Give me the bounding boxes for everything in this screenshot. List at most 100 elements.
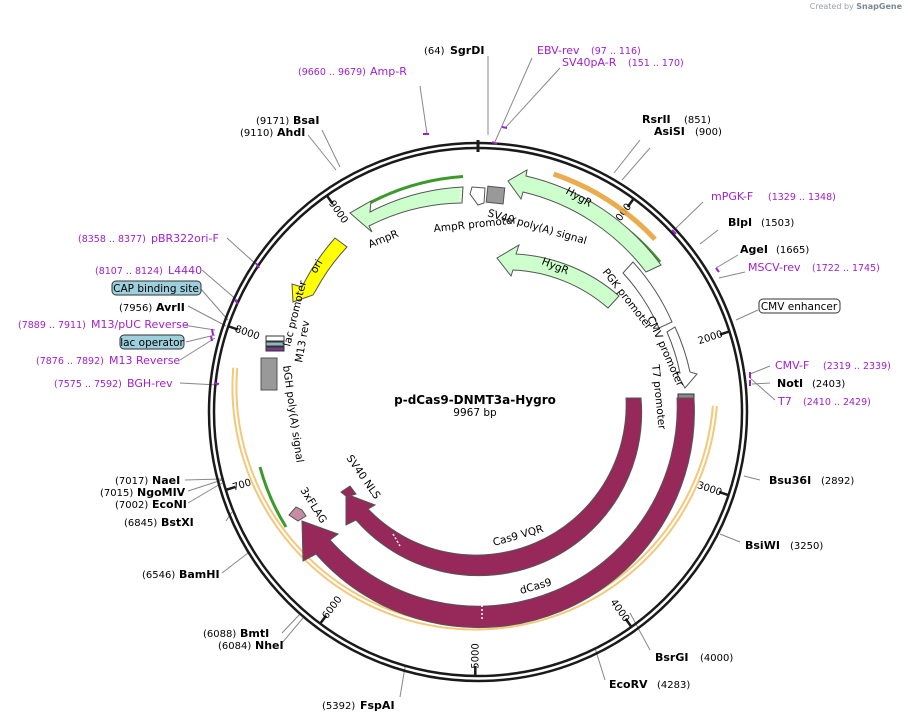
site-noti-name: NotI <box>777 377 803 390</box>
site-ahdi[interactable]: (9110) AhdI <box>240 126 305 139</box>
tick-mark <box>227 325 239 331</box>
snapgene-logo: SnapGene <box>856 2 902 11</box>
label-bgh-polya: bGH poly(A) signal <box>280 365 306 464</box>
site-fspai-position: (5392) <box>322 701 355 712</box>
site-asisi-name: AsiSI <box>654 125 685 138</box>
site-agei-position: (1665) <box>776 245 809 256</box>
primer-m13-puc-reverse-position: (7889 .. 7911) <box>18 320 86 331</box>
primer-bgh-rev-name: BGH-rev <box>127 377 173 390</box>
primer-mscv-rev-position: (1722 .. 1745) <box>812 263 880 274</box>
green-outline-3xflag <box>258 466 288 528</box>
primer-ebv-rev[interactable]: EBV-rev (97 .. 116) <box>537 44 641 57</box>
primer-mscv-rev[interactable]: MSCV-rev (1722 .. 1745) <box>748 261 880 274</box>
site-rsrii[interactable]: RsrII (851) <box>642 113 711 126</box>
primer-pbr322ori-f-name: pBR322ori-F <box>151 232 219 245</box>
primer-mpgk-f[interactable]: mPGK-F (1329 .. 1348) <box>711 190 836 203</box>
primer-amp-r[interactable]: (9660 .. 9679) Amp-R <box>298 65 407 78</box>
credit-prefix: Created by <box>809 2 854 11</box>
site-nhei-name: NheI <box>255 639 284 652</box>
site-sgrdi-name: SgrDI <box>450 44 484 57</box>
site-agei[interactable]: AgeI (1665) <box>740 243 809 256</box>
primer-t7-position: (2410 .. 2429) <box>803 397 871 408</box>
primer-l4440-name: L4440 <box>168 264 202 277</box>
tick-label: 6000 <box>321 594 345 621</box>
site-ngomiv-name: NgoMIV <box>137 486 186 499</box>
site-bmti-position: (6088) <box>203 629 236 640</box>
feature-sv40-nls-arrow <box>340 485 357 498</box>
site-agei-name: AgeI <box>740 243 768 256</box>
site-bsrgi[interactable]: BsrGI (4000) <box>655 651 733 664</box>
site-sgrdi-position: (64) <box>424 46 445 57</box>
tick-label: 5000 <box>470 643 481 669</box>
site-naei[interactable]: (7017) NaeI <box>115 474 180 487</box>
feature-3xflag-arrow <box>288 506 307 522</box>
label-t7-promoter: T7 promoter <box>649 363 668 431</box>
feature-pgk-promoter-arrow <box>622 261 673 329</box>
tick-mark <box>319 614 328 625</box>
site-ngomiv[interactable]: (7015) NgoMIV <box>100 486 186 499</box>
box-cap-binding-site[interactable]: CAP binding site <box>111 280 202 296</box>
site-bmti[interactable]: (6088) BmtI <box>203 627 269 640</box>
primer-sv40pa-r[interactable]: SV40pA-R (151 .. 170) <box>562 56 684 69</box>
site-nhei[interactable]: (6084) NheI <box>218 639 284 652</box>
tick-label: 9000 <box>326 199 350 226</box>
site-noti[interactable]: NotI (2403) <box>777 377 845 390</box>
site-avrii[interactable]: (7956) AvrII <box>119 301 185 314</box>
tick-mark <box>225 485 236 492</box>
feature-ampr-arrow <box>349 186 464 233</box>
primer-pbr322ori-f[interactable]: (8358 .. 8377) pBR322ori-F <box>78 232 219 245</box>
plasmid-length: 9967 bp <box>453 407 497 419</box>
site-fspai[interactable]: (5392) FspAI <box>322 699 395 712</box>
site-bsiwi[interactable]: BsiWI (3250) <box>745 539 823 552</box>
site-bsu36i-name: Bsu36I <box>769 474 811 487</box>
primer-l4440[interactable]: (8107 .. 8124) L4440 <box>95 264 202 277</box>
feature-bgh-polya-box <box>260 357 278 391</box>
primer-m13-puc-reverse[interactable]: (7889 .. 7911) M13/pUC Reverse <box>18 318 189 331</box>
feature-ori-arrow <box>291 237 348 303</box>
site-bamhi[interactable]: (6546) BamHI <box>142 568 220 581</box>
site-bamhi-name: BamHI <box>179 568 220 581</box>
site-bsai-name: BsaI <box>293 114 319 127</box>
leader-lines <box>179 56 776 698</box>
site-bstxi[interactable]: (6845) BstXI <box>124 516 194 529</box>
site-avrii-position: (7956) <box>119 303 152 314</box>
site-econi[interactable]: (7002) EcoNI <box>115 498 187 511</box>
feature-dcas9-arrow <box>301 397 695 629</box>
site-ecorv[interactable]: EcoRV (4283) <box>609 678 690 691</box>
site-rsrii-position: (851) <box>684 115 711 126</box>
primer-mpgk-f-position: (1329 .. 1348) <box>768 192 836 203</box>
site-blpi-position: (1503) <box>761 218 794 229</box>
site-blpi[interactable]: BlpI (1503) <box>728 216 794 229</box>
site-bsai[interactable]: (9171) BsaI <box>256 114 319 127</box>
box-cmv-enhancer[interactable]: CMV enhancer <box>758 298 841 314</box>
site-rsrii-name: RsrII <box>642 113 671 126</box>
tick-mark <box>325 194 334 205</box>
primer-bgh-rev[interactable]: (7575 .. 7592) BGH-rev <box>54 377 173 390</box>
tick-label: 2000 <box>697 329 725 347</box>
site-sgrdi[interactable]: (64) SgrDI <box>424 44 484 57</box>
site-ecorv-position: (4283) <box>657 680 690 691</box>
feature-cas9-vqr-arrow <box>345 397 643 577</box>
box-lac-operator[interactable]: lac operator <box>119 334 185 350</box>
site-bsu36i-position: (2892) <box>821 476 854 487</box>
primer-t7-name: T7 <box>777 395 792 408</box>
site-asisi[interactable]: AsiSI (900) <box>654 125 722 138</box>
feature-hygr-outer-arrow <box>507 169 662 273</box>
primer-cmv-f[interactable]: CMV-F (2319 .. 2339) <box>775 359 891 372</box>
box-cap-binding-site-label: CAP binding site <box>113 283 199 295</box>
site-bsu36i[interactable]: Bsu36I (2892) <box>769 474 854 487</box>
primer-t7[interactable]: T7 (2410 .. 2429) <box>777 395 871 408</box>
site-econi-position: (7002) <box>115 500 148 511</box>
tick-label: 4000 <box>607 597 631 624</box>
box-cmv-enhancer-label: CMV enhancer <box>761 301 838 313</box>
primer-ebv-rev-name: EBV-rev <box>537 44 580 57</box>
primer-bgh-rev-position: (7575 .. 7592) <box>54 379 122 390</box>
site-bsiwi-position: (3250) <box>790 541 823 552</box>
tick-label: 8000 <box>233 324 261 343</box>
site-asisi-position: (900) <box>695 127 722 138</box>
primer-amp-r-position: (9660 .. 9679) <box>298 67 366 78</box>
primer-ebv-rev-position: (97 .. 116) <box>591 46 641 57</box>
label-3xflag: 3xFLAG <box>297 485 328 525</box>
primer-m13-reverse[interactable]: (7876 .. 7892) M13 Reverse <box>36 354 180 367</box>
